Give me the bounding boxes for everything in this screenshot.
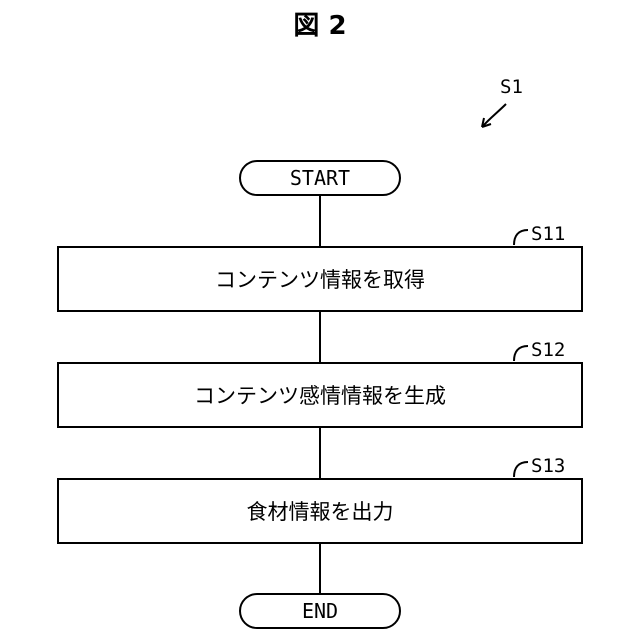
- end-label: END: [302, 599, 338, 623]
- figure-ref-leader: [482, 104, 506, 127]
- step-ref-leader-s11: [514, 230, 528, 245]
- step-ref-s11: S11: [531, 223, 565, 245]
- start-label: START: [290, 166, 350, 190]
- process-label-s11: コンテンツ情報を取得: [215, 268, 425, 292]
- step-ref-s12: S12: [531, 339, 565, 361]
- process-label-s12: コンテンツ感情情報を生成: [194, 384, 446, 408]
- step-ref-leader-s12: [514, 346, 528, 361]
- step-ref-leader-s13: [514, 462, 528, 477]
- figure-ref-label: S1: [500, 76, 523, 98]
- process-label-s13: 食材情報を出力: [247, 500, 394, 524]
- step-ref-s13: S13: [531, 455, 565, 477]
- figure-title: 図 2: [293, 11, 346, 41]
